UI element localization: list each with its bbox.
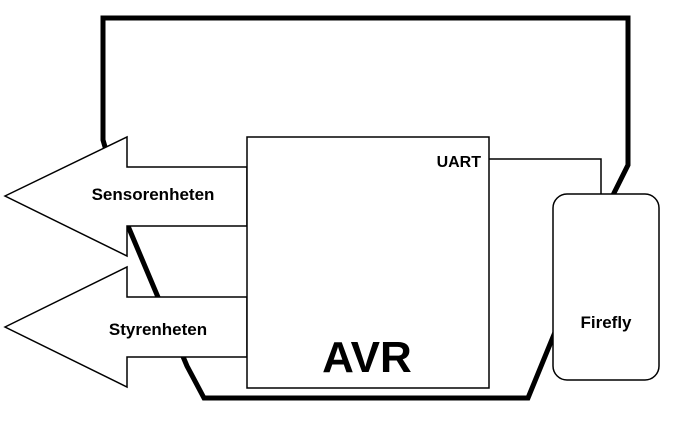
sensor-label: Sensorenheten (92, 185, 215, 204)
uart-label: UART (437, 154, 482, 171)
uart-connection (489, 158, 602, 195)
avr-label: AVR (322, 333, 412, 382)
firefly-block (552, 193, 660, 381)
avr-block (246, 136, 490, 389)
styr-label: Styrenheten (109, 320, 207, 339)
firefly-label: Firefly (580, 313, 632, 332)
